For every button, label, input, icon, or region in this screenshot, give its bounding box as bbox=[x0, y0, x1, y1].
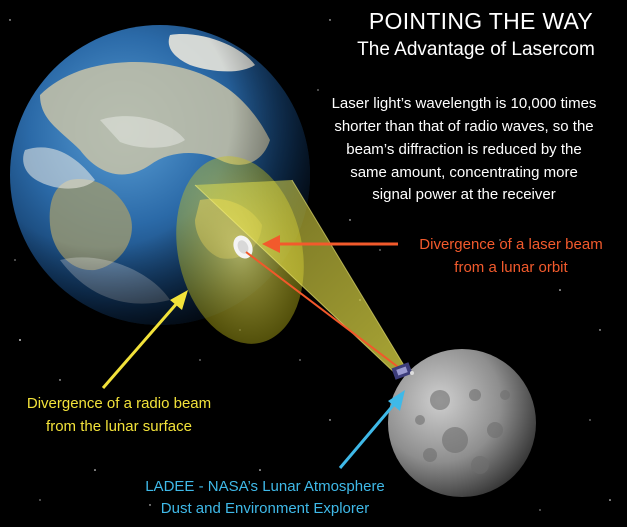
laser-beam bbox=[245, 251, 403, 371]
ladee-arrow bbox=[338, 390, 405, 469]
description-line: signal power at the receiver bbox=[372, 186, 556, 203]
radio-label-line: from the lunar surface bbox=[46, 418, 192, 435]
title: POINTING THE WAY bbox=[368, 8, 594, 34]
laser-arrow bbox=[262, 235, 398, 253]
description-line: shorter than that of radio waves, so the bbox=[334, 118, 594, 135]
ladee-label-line: LADEE - NASA’s Lunar Atmosphere bbox=[145, 478, 385, 495]
description-line: Laser light’s wavelength is 10,000 times bbox=[331, 95, 597, 112]
radio-beam bbox=[195, 180, 408, 376]
ladee-label-line: Dust and Environment Explorer bbox=[160, 500, 370, 517]
description-line: same amount, concentrating more bbox=[350, 164, 578, 181]
laser-label-line: from a lunar orbit bbox=[454, 259, 568, 276]
ladee-spacecraft bbox=[391, 362, 414, 380]
radio-arrow bbox=[101, 290, 188, 389]
laser-label-line: Divergence of a laser beam bbox=[419, 236, 603, 253]
subtitle: The Advantage of Lasercom bbox=[357, 39, 595, 60]
description-line: beam’s diffraction is reduced by the bbox=[346, 141, 582, 158]
moon bbox=[388, 349, 536, 497]
radio-label-line: Divergence of a radio beam bbox=[26, 395, 212, 412]
